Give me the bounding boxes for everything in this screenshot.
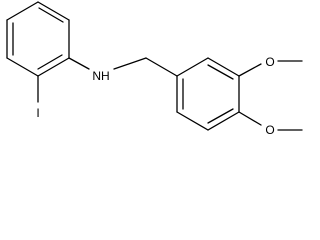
amine-label: NH [92, 69, 109, 83]
c-o-bond-bottom [238, 111, 262, 126]
bond [207, 57, 240, 77]
bond [207, 111, 240, 131]
double-bond-inner [207, 108, 234, 124]
c-n-bond [68, 57, 90, 70]
bond [6, 57, 39, 77]
ch2-ring-bond [145, 57, 178, 77]
oxygen-label-top: O [265, 55, 274, 69]
double-bond-inner [38, 7, 64, 23]
oxygen-label-bottom: O [265, 123, 274, 137]
bond [37, 57, 70, 77]
chemical-structure: I NH O O [6, 1, 303, 137]
double-bond-inner [207, 64, 234, 80]
bond [176, 57, 209, 77]
bond [176, 111, 209, 131]
bond [37, 1, 70, 21]
bond [6, 1, 39, 21]
c-o-bond-top [238, 63, 262, 77]
iodine-label: I [36, 106, 39, 120]
n-ch2-bond [113, 57, 147, 70]
iodophenyl-ring [6, 1, 70, 77]
dimethoxyphenyl-ring [176, 57, 240, 131]
double-bond-inner [37, 54, 63, 70]
